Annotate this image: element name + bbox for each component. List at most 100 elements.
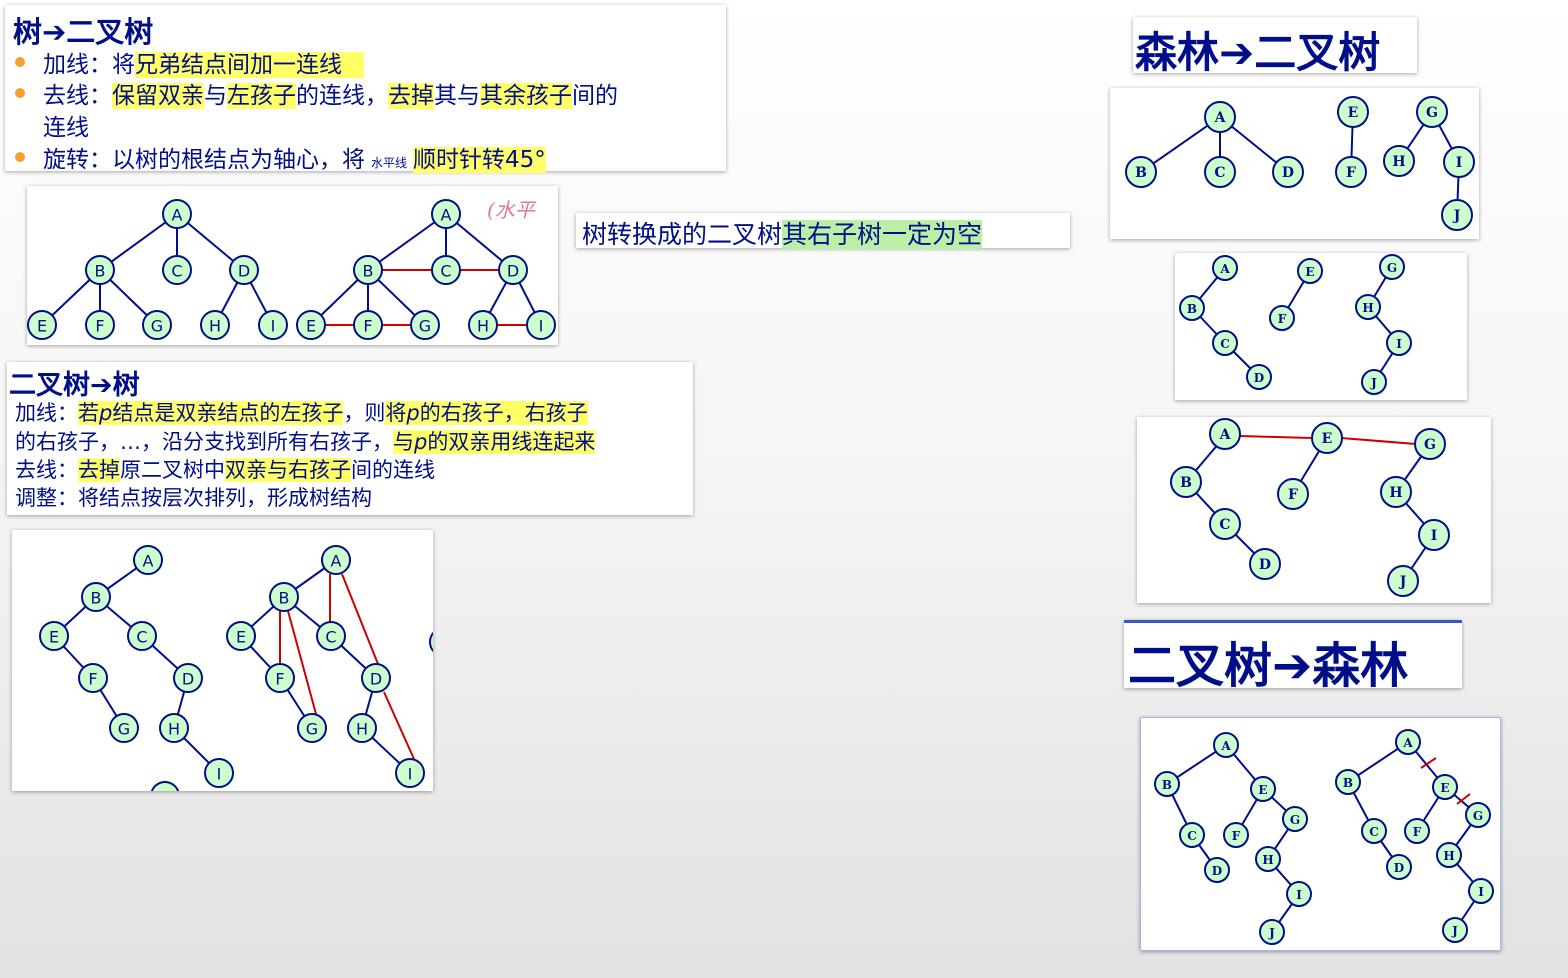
svg-text:G: G xyxy=(306,720,318,739)
svg-text:H: H xyxy=(1362,301,1373,315)
node-a: A xyxy=(1209,418,1241,450)
node-e: E xyxy=(1297,258,1323,284)
svg-text:C: C xyxy=(1220,337,1230,351)
node-e: E xyxy=(27,310,57,340)
node-i: I xyxy=(395,758,425,788)
svg-text:A: A xyxy=(441,206,452,225)
svg-text:G: G xyxy=(1473,809,1483,823)
node-c: C xyxy=(1179,822,1205,848)
node-c: C xyxy=(316,621,346,651)
node-b: B xyxy=(269,582,299,612)
svg-text:D: D xyxy=(507,262,519,281)
node-i: I xyxy=(526,310,556,340)
node-b: B xyxy=(81,582,111,612)
svg-text:H: H xyxy=(1443,849,1454,863)
right-binary-tree-cut: A B E C F G D H I J xyxy=(1335,729,1494,943)
node-h: H xyxy=(1436,842,1462,868)
node-c: C xyxy=(162,255,192,285)
node-e: E xyxy=(296,310,326,340)
node-h: H xyxy=(1355,294,1381,320)
node-j: J xyxy=(1259,919,1285,945)
node-i: I xyxy=(204,758,234,788)
svg-text:E: E xyxy=(1305,265,1314,279)
binary-to-tree-card: 二叉树➔树 加线：若p结点是双亲结点的左孩子，则将p的右孩子，右孩子 的右孩子，… xyxy=(7,362,693,515)
node-e: E xyxy=(1337,96,1369,128)
svg-text:I: I xyxy=(217,765,222,784)
svg-text:C: C xyxy=(1187,829,1197,843)
node-i: I xyxy=(1443,146,1475,178)
node-f: F xyxy=(1404,818,1430,844)
svg-text:I: I xyxy=(1296,888,1302,902)
svg-text:B: B xyxy=(95,262,106,281)
svg-text:J: J xyxy=(1451,924,1458,938)
node-h: H xyxy=(1383,145,1415,177)
rule-remove-line: 去线：保留双亲与左孩子的连线，去掉其与其余孩子间的 xyxy=(43,83,618,109)
node-g: G xyxy=(142,310,172,340)
node-i: I xyxy=(1286,881,1312,907)
node-a: A xyxy=(1213,732,1239,758)
tree-to-binary-diagram: (水平 A B C D E F G H I A B C D E xyxy=(27,186,558,345)
svg-text:H: H xyxy=(1389,485,1402,501)
svg-text:J: J xyxy=(1452,208,1461,224)
svg-text:B: B xyxy=(1180,475,1192,491)
node-a: A xyxy=(321,545,351,575)
svg-text:D: D xyxy=(1212,864,1222,878)
svg-text:C: C xyxy=(440,262,451,281)
svg-text:H: H xyxy=(1392,154,1405,170)
bullet-icon xyxy=(15,152,25,162)
node-g: G xyxy=(1282,806,1308,832)
node-g: G xyxy=(1465,802,1491,828)
node-g: G xyxy=(410,310,440,340)
svg-text:I: I xyxy=(539,317,544,336)
rule-adjust: 调整：将结点按层次排列，形成树结构 xyxy=(15,486,372,510)
binary-to-tree-diagram: A B E C F D G H I A B E C F D G xyxy=(12,530,433,791)
binary-to-forest-title-card: 二叉树➔森林 xyxy=(1124,620,1462,694)
handwritten-note: (水平 xyxy=(487,198,535,222)
node-g: G xyxy=(1416,96,1448,128)
node-c: C xyxy=(1361,818,1387,844)
svg-text:D: D xyxy=(238,262,250,281)
node-j: J xyxy=(1442,917,1468,943)
svg-text:G: G xyxy=(1290,813,1300,827)
node-j: J xyxy=(1361,369,1387,395)
tree-to-binary-title: 树➔二叉树 xyxy=(13,15,154,49)
svg-text:I: I xyxy=(271,317,276,336)
svg-text:F: F xyxy=(1288,487,1298,503)
svg-text:I: I xyxy=(408,765,413,784)
svg-text:D: D xyxy=(1394,861,1404,875)
node-f: F xyxy=(1277,478,1309,510)
svg-text:I: I xyxy=(1478,885,1484,899)
node-d: D xyxy=(361,663,391,693)
node-i: I xyxy=(1418,519,1450,551)
node-a: A xyxy=(162,199,192,229)
node-d: D xyxy=(173,663,203,693)
svg-text:F: F xyxy=(275,670,284,689)
node-d: D xyxy=(1272,156,1304,188)
svg-text:B: B xyxy=(279,589,290,608)
svg-text:A: A xyxy=(172,206,183,225)
svg-text:E: E xyxy=(37,317,47,336)
right-binary-tree-with-links: A B E C F D G H I xyxy=(226,545,433,788)
svg-text:B: B xyxy=(91,589,102,608)
rule-rotate: 旋转：以树的根结点为轴心，将水平线顺时针转45° xyxy=(43,147,546,173)
svg-text:J: J xyxy=(1398,574,1407,590)
svg-text:G: G xyxy=(118,720,130,739)
svg-text:J: J xyxy=(1268,926,1275,940)
node-h: H xyxy=(1380,476,1412,508)
node-e: E xyxy=(1250,776,1276,802)
forest-to-binary-title: 森林➔二叉树 xyxy=(1135,28,1381,77)
node-h: H xyxy=(468,310,498,340)
bullet-icon xyxy=(15,57,25,67)
node-b: B xyxy=(1179,295,1205,321)
node-c: C xyxy=(1209,508,1241,540)
node-f: F xyxy=(1223,822,1249,848)
node-i: I xyxy=(1386,330,1412,356)
node-i: I xyxy=(1468,878,1494,904)
binary-to-tree-title: 二叉树➔树 xyxy=(9,370,140,401)
binary-to-forest-diagram: A B E C F G D H I J A B E C F G D H I xyxy=(1140,717,1501,951)
node-d: D xyxy=(1246,364,1272,390)
node-e: E xyxy=(1311,422,1343,454)
svg-text:E: E xyxy=(1440,781,1449,795)
bullet-icon xyxy=(15,88,25,98)
left-binary-tree: A B E C F D G H I xyxy=(39,545,234,791)
